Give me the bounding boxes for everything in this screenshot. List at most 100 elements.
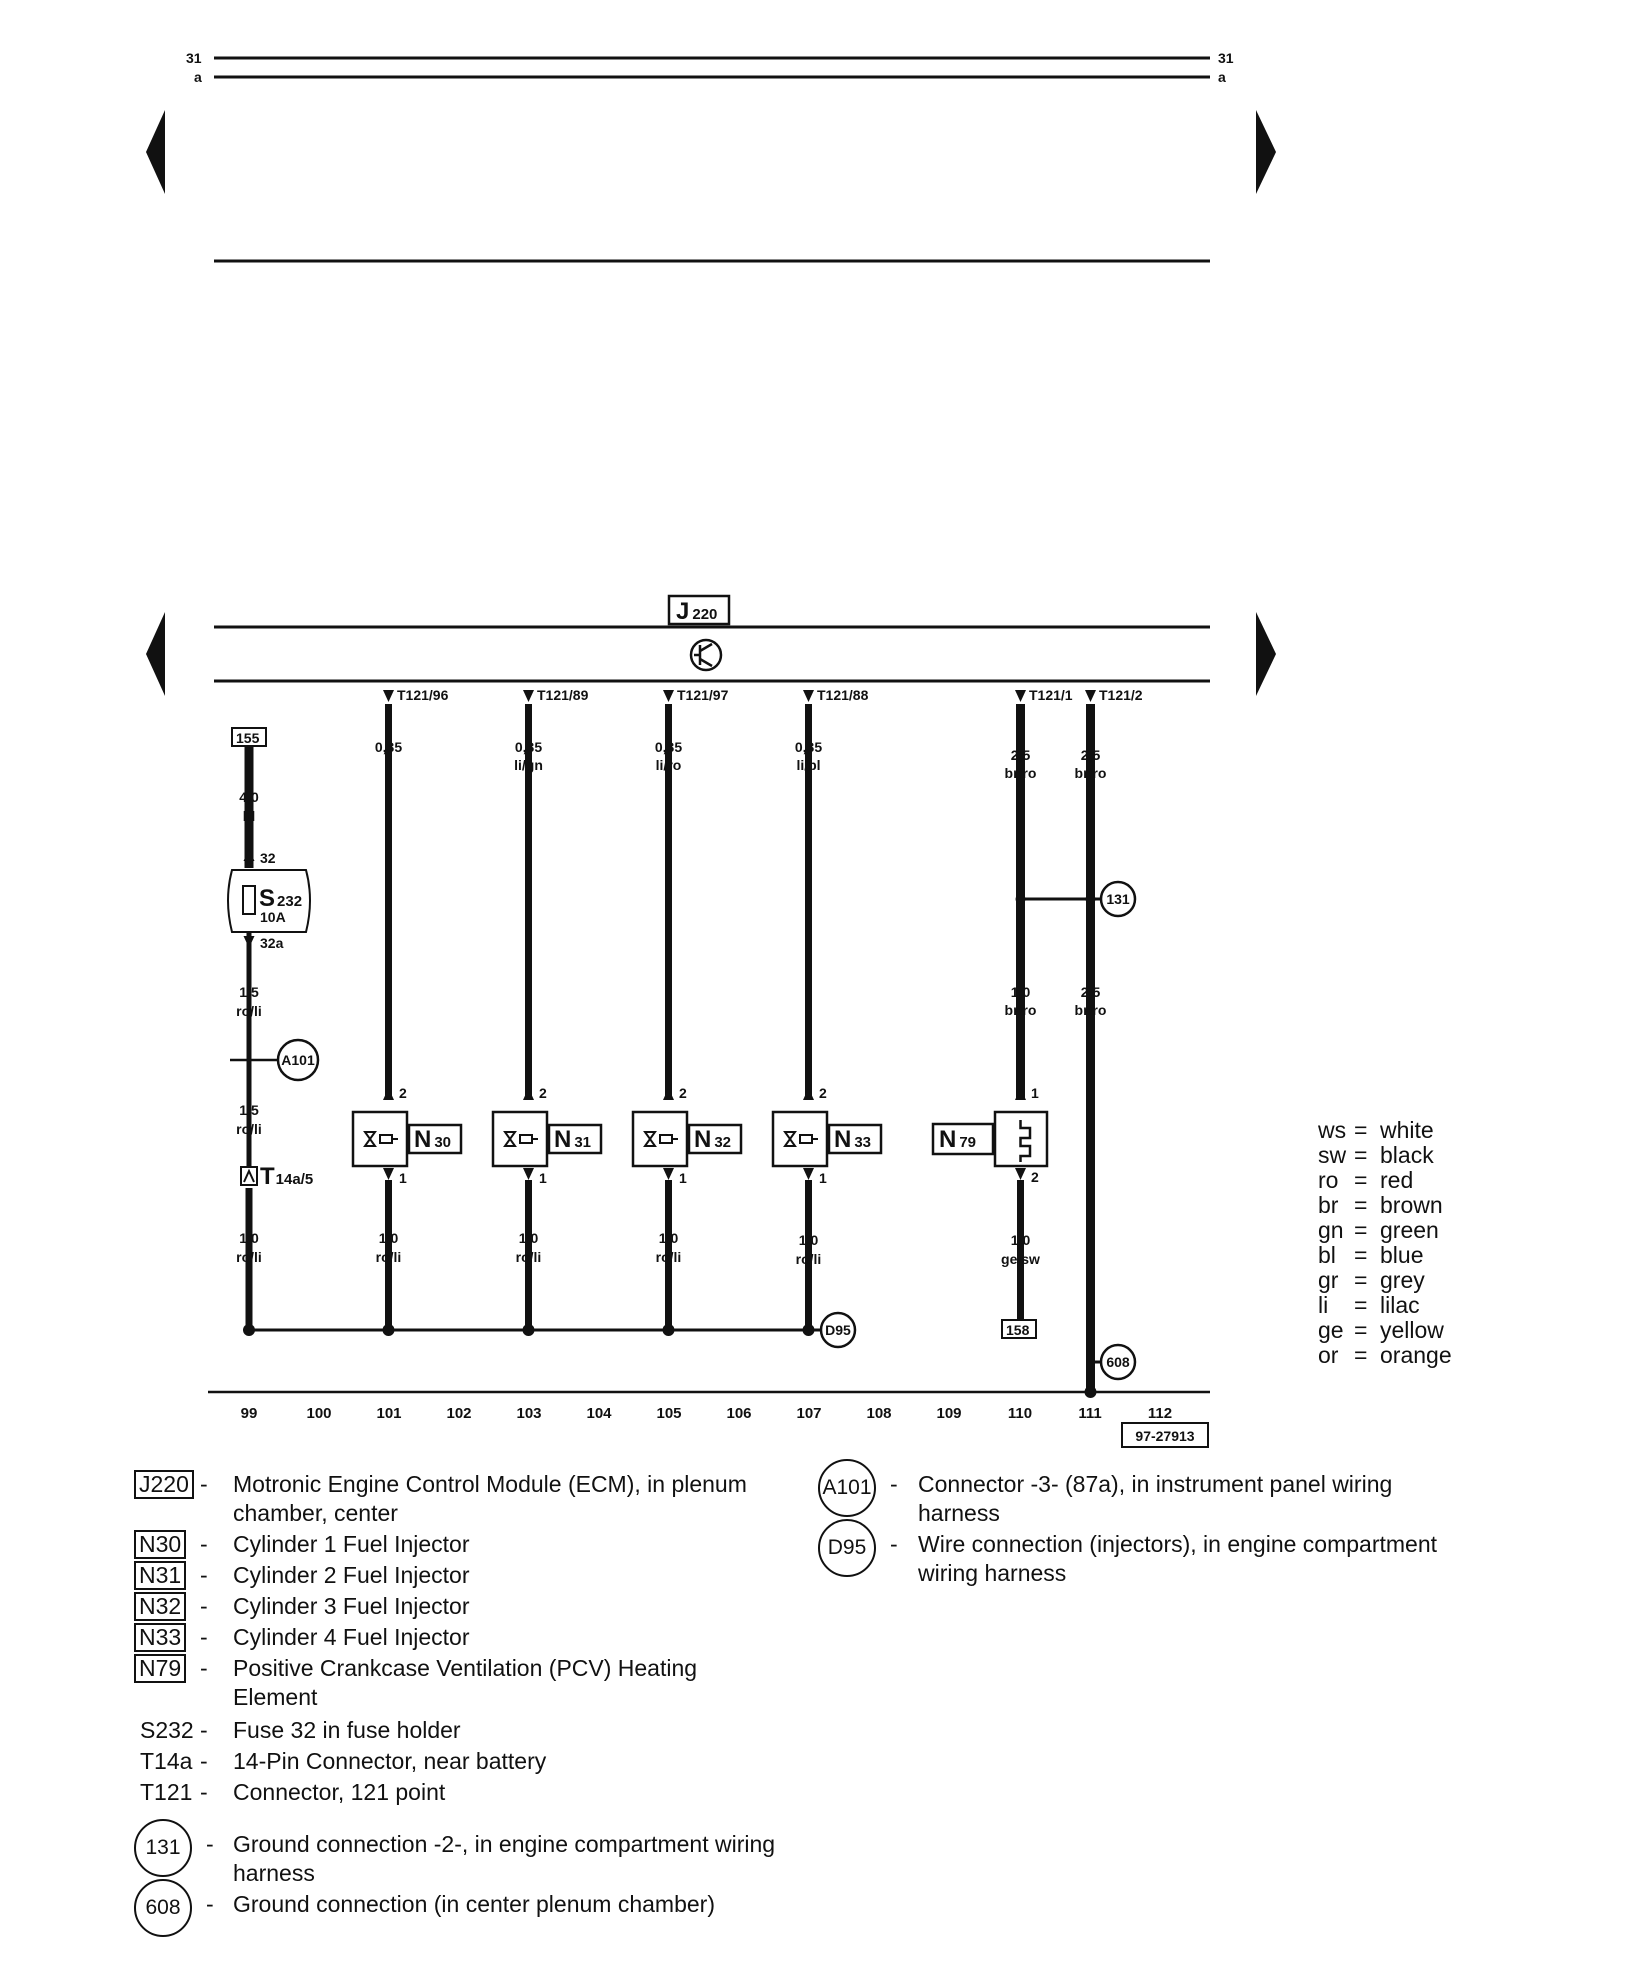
pin-arrow-down-icon [523, 1168, 534, 1180]
bus-31-label-left: 31 [186, 50, 202, 66]
pcv-label-box [931, 1122, 995, 1156]
connector-t14a: T14a/5 [240, 1163, 313, 1190]
d95-circle [819, 1311, 857, 1349]
right-arrow-icon [1256, 110, 1276, 194]
a101-circle [276, 1038, 320, 1082]
arrow-up-icon [243, 849, 255, 861]
arrow-down-icon [243, 936, 255, 948]
pin-arrow-up-icon [1015, 1088, 1026, 1100]
injector-pin-2: 2 [679, 1085, 687, 1101]
diagram-ref-box [1121, 1422, 1209, 1448]
pin-arrow-icon [523, 690, 534, 702]
legend-code: N33 [134, 1623, 187, 1652]
color-abbr: sw [1318, 1142, 1347, 1168]
legend-code: T121 [140, 1779, 193, 1805]
color-name: green [1380, 1217, 1439, 1243]
color-name: lilac [1380, 1292, 1420, 1318]
color-eq: = [1354, 1242, 1368, 1268]
legend-desc: Ground connection -2-, in engine compart… [233, 1831, 776, 1886]
color-eq: = [1354, 1342, 1368, 1368]
circled-connections: 131 D95 608 [819, 880, 1137, 1381]
wire-105-bot-gauge: 1,0 [659, 1230, 679, 1246]
color-eq: = [1354, 1292, 1368, 1318]
pin-arrow-down-icon [663, 1168, 674, 1180]
legend-desc: Cylinder 4 Fuel Injector [233, 1624, 470, 1650]
track-number: 112 [1148, 1405, 1172, 1422]
track-number: 105 [656, 1405, 681, 1422]
track-number: 102 [446, 1405, 471, 1422]
track-number: 106 [726, 1405, 751, 1422]
color-name: black [1380, 1142, 1434, 1168]
color-eq: = [1354, 1267, 1368, 1293]
wire-103-top-gauge: 0,35 [515, 739, 542, 755]
injector-label-box [547, 1123, 603, 1155]
fuse-pin-out: 32a [260, 935, 284, 951]
pin-arrow-down-icon [383, 1168, 394, 1180]
pin-t121-2: T121/2 [1099, 687, 1143, 703]
injector-pin-1: 1 [539, 1170, 547, 1186]
color-name: red [1380, 1167, 1414, 1193]
pin-arrow-icon [383, 690, 394, 702]
legend-dash: - [200, 1624, 208, 1650]
wire-110-bot-gauge: 1,0 [1011, 1232, 1031, 1248]
wire-103-top-color: li/gn [514, 757, 543, 773]
wire-110-bot-color: ge/sw [1001, 1251, 1040, 1267]
legend-dash: - [200, 1717, 208, 1743]
pin-arrow-down-icon [803, 1168, 814, 1180]
left-arrow-icon [146, 612, 165, 696]
legend-code: N32 [134, 1592, 187, 1621]
injector-pin-2: 2 [539, 1085, 547, 1101]
ref-158-box [1001, 1319, 1037, 1339]
track-number: 109 [936, 1405, 961, 1422]
color-eq: = [1354, 1142, 1368, 1168]
wire-110-mid-color: br/ro [1005, 1002, 1037, 1018]
injector-label-box [407, 1123, 463, 1155]
color-abbr: gn [1318, 1217, 1344, 1243]
color-name: orange [1380, 1342, 1452, 1368]
pin-arrow-up-icon [803, 1088, 814, 1100]
ref-155-label: 155 [236, 730, 260, 746]
pin-arrow-icon [803, 690, 814, 702]
bus-31-label-right: 31 [1218, 50, 1234, 66]
color-abbr: ws [1318, 1117, 1347, 1143]
wire-111-mid-gauge: 2,5 [1081, 984, 1101, 1000]
bus-a-label-right: a [1218, 69, 1226, 85]
transistor-icon [689, 638, 723, 672]
legend-desc: Motronic Engine Control Module (ECM), in… [233, 1471, 747, 1526]
injector-pin-1: 1 [679, 1170, 687, 1186]
wire-105-bot-color: ro/li [656, 1249, 682, 1265]
pin-arrow-icon [1015, 690, 1026, 702]
wire-107-top-color: li/bl [796, 757, 820, 773]
injector-valve-icon [643, 1131, 678, 1147]
wire-99-mid-color: ro/li [236, 1003, 262, 1019]
pin-arrow-up-icon [663, 1088, 674, 1100]
color-eq: = [1354, 1167, 1368, 1193]
pin-arrow-down-icon [1015, 1168, 1026, 1180]
pin-t121-97: T121/97 [677, 687, 729, 703]
pin-t121-1: T121/1 [1029, 687, 1073, 703]
color-eq: = [1354, 1192, 1368, 1218]
ecm-pins: T121/96 T121/89 T121/97 T121/88 T121/1 T… [383, 687, 1143, 703]
track-number: 104 [586, 1405, 612, 1422]
color-name: white [1380, 1117, 1434, 1143]
color-abbr: or [1318, 1342, 1339, 1368]
wire-110-top-color: br/ro [1005, 765, 1037, 781]
legend-dash: - [200, 1748, 208, 1774]
wire-99-top-gauge: 4,0 [239, 789, 259, 805]
legend-code: N79 [134, 1654, 187, 1683]
track-number: 107 [796, 1405, 821, 1422]
color-name: brown [1380, 1192, 1443, 1218]
pin-arrow-icon [663, 690, 674, 702]
a101-label: A101 [281, 1052, 315, 1068]
legend-desc: Positive Crankcase Ventilation (PCV) Hea… [233, 1655, 698, 1710]
wire-111-top-color: br/ro [1075, 765, 1107, 781]
track-number: 103 [516, 1405, 541, 1422]
legend-dash: - [200, 1531, 208, 1557]
ground-608-circle [1099, 1343, 1137, 1381]
injector-valve-icon [783, 1131, 818, 1147]
